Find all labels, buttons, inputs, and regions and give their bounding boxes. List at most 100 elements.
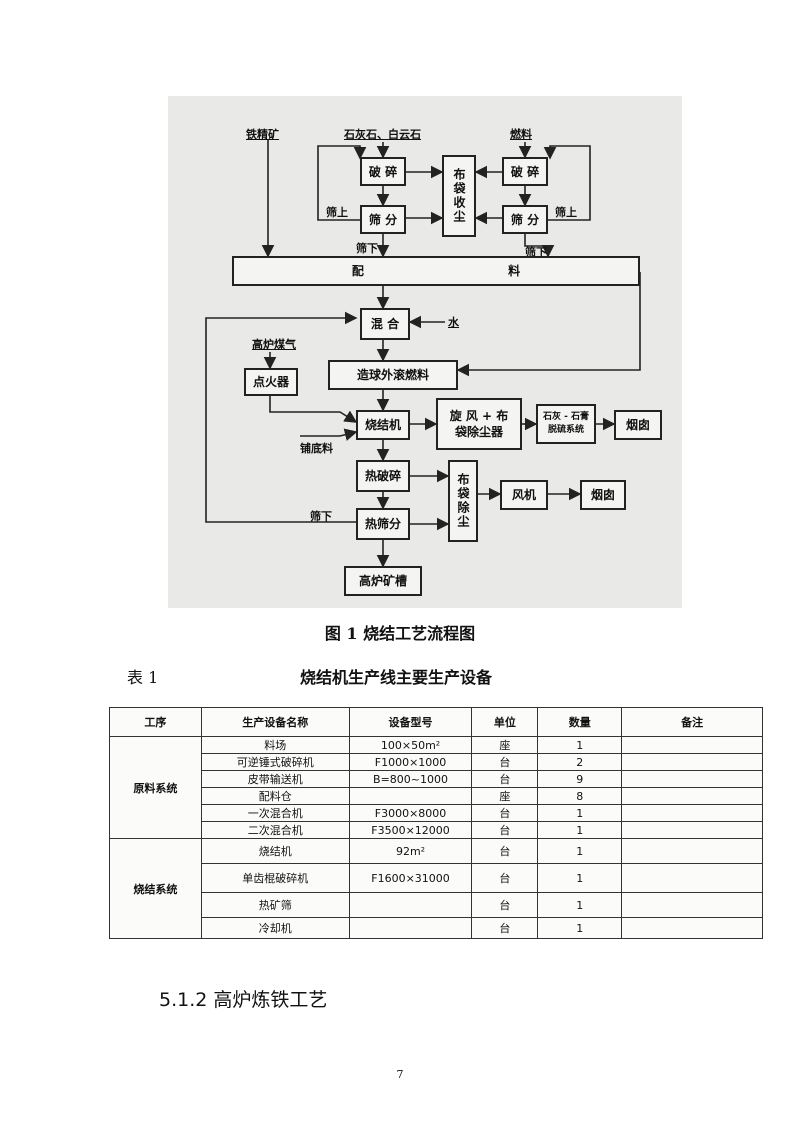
box-bf-trough: 高炉矿槽 [344,566,422,596]
figure-caption: 图 1 烧结工艺流程图 [324,624,476,643]
cell-note [621,770,763,788]
input-iron-ore: 铁精矿 [246,128,279,141]
cell-qty: 9 [537,770,623,788]
box-fan: 风机 [500,480,548,510]
box-chimney-1: 烟囱 [614,410,662,440]
group-sintering: 烧结系统 [109,838,202,939]
table-row: 一次混合机 F3000×8000 台 1 [110,804,763,822]
cell-note [621,838,763,864]
cell-unit: 台 [471,892,539,918]
box-bag-dust-2: 布袋除尘 [448,460,478,542]
section-heading: 5.1.2 高炉炼铁工艺 [159,989,328,1011]
cell-unit: 台 [471,770,539,788]
box-pellet-fuel: 造球外滚燃料 [328,360,458,390]
cell-name: 配料仓 [200,787,350,805]
box-hot-crush: 热破碎 [356,460,410,492]
box-crush-right: 破 碎 [502,157,548,186]
cell-note [621,787,763,805]
cell-name: 单齿棍破碎机 [200,863,350,893]
cell-qty: 1 [537,821,623,839]
cell-name: 料场 [200,736,350,754]
cell-qty: 1 [537,736,623,754]
cell-qty: 8 [537,787,623,805]
box-desulfurization: 石灰 - 石膏 脱硫系统 [536,404,596,444]
cell-name: 冷却机 [200,917,350,939]
cell-qty: 1 [537,838,623,864]
cell-note [621,736,763,754]
box-sinter-machine: 烧结机 [356,410,410,440]
table-row: 原料系统 料场 100×50m² 座 1 [109,736,763,839]
cell-name: 皮带输送机 [200,770,350,788]
table-row: 热矿筛 台 1 [110,892,763,918]
table-row: 单齿棍破碎机 F1600×31000 台 1 [110,863,763,893]
cell-unit: 台 [471,821,539,839]
box-chimney-2: 烟囱 [580,480,626,510]
input-limestone: 石灰石、白云石 [344,128,421,141]
cell-name: 热矿筛 [200,892,350,918]
flowchart-connectors [205,140,641,568]
cell-model: F1000×1000 [348,753,473,771]
cell-unit: 台 [471,753,539,771]
table-header-row: 工序 生产设备名称 设备型号 单位 数量 备注 [109,707,763,737]
header-process: 工序 [109,707,202,737]
header-unit: 单位 [471,707,539,737]
cell-unit: 台 [471,804,539,822]
box-screen-right: 筛 分 [502,205,548,234]
box-hot-screen: 热筛分 [356,508,410,540]
table-title: 烧结机生产线主要生产设备 [300,668,493,687]
table-row: 烧结系统 烧结机 92m² 台 1 [109,838,763,939]
table-row: 皮带输送机 B=800~1000 台 9 [110,770,763,788]
cell-model [348,787,473,805]
cell-unit: 台 [471,917,539,939]
header-note: 备注 [621,707,763,737]
cell-qty: 1 [537,917,623,939]
cell-name: 烧结机 [200,838,350,864]
header-model: 设备型号 [348,707,473,737]
cell-model: 100×50m² [348,736,473,754]
label-oversize-right: 筛上 [555,206,577,219]
table-row: 可逆锤式破碎机 F1000×1000 台 2 [110,753,763,771]
cell-model [348,917,473,939]
cell-model: 92m² [348,838,473,864]
cell-model: F3500×12000 [348,821,473,839]
cell-note [621,753,763,771]
cell-note [621,804,763,822]
cell-note [621,892,763,918]
table-row: 配料仓 座 8 [110,787,763,805]
label-undersize-right: 筛下 [525,246,547,259]
box-crush-left: 破 碎 [360,157,406,186]
cell-model: F1600×31000 [348,863,473,893]
cell-unit: 台 [471,863,539,893]
box-igniter: 点火器 [244,368,298,396]
cell-qty: 2 [537,753,623,771]
cell-unit: 座 [471,736,539,754]
box-screen-left: 筛 分 [360,205,406,234]
header-quantity: 数量 [537,707,623,737]
cell-name: 一次混合机 [200,804,350,822]
cell-note [621,917,763,939]
cell-qty: 1 [537,892,623,918]
page-number: 7 [396,1068,404,1081]
label-undersize-left: 筛下 [356,242,378,255]
cell-qty: 1 [537,804,623,822]
cell-model: B=800~1000 [348,770,473,788]
table-row: 冷却机 台 1 [110,917,763,939]
label-oversize-left: 筛上 [326,206,348,219]
cell-model [348,892,473,918]
cell-unit: 座 [471,787,539,805]
table-number: 表 1 [127,668,159,687]
header-equipment-name: 生产设备名称 [200,707,350,737]
box-batching: 配 料 [232,256,640,286]
box-cyclone-dust: 旋 风 + 布 袋除尘器 [436,398,522,450]
cell-name: 可逆锤式破碎机 [200,753,350,771]
input-bedding: 铺底料 [300,442,333,455]
cell-model: F3000×8000 [348,804,473,822]
group-raw-material: 原料系统 [109,736,202,839]
equipment-table: 工序 生产设备名称 设备型号 单位 数量 备注 原料系统 料场 100×50m²… [109,707,763,939]
input-water: 水 [448,316,459,329]
cell-note [621,821,763,839]
cell-unit: 台 [471,838,539,864]
box-bag-dust-1: 布袋收尘 [442,155,476,237]
box-mixing: 混 合 [360,308,410,340]
label-undersize-bottom: 筛下 [310,510,332,523]
